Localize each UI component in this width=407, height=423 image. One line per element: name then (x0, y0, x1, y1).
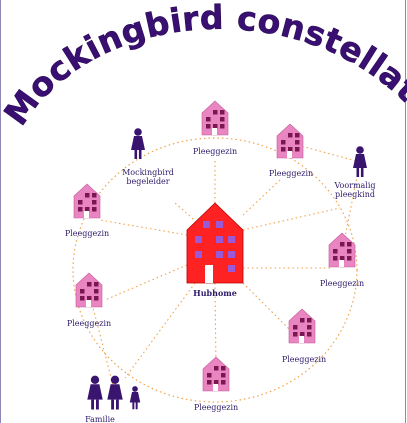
hub-label: Hubhome (193, 288, 237, 298)
house-icon (328, 232, 356, 268)
spoke-pg-midleft (104, 264, 188, 301)
link-familie-pg-midleft (88, 291, 116, 394)
node-pg-topright: Pleeggezin (269, 123, 313, 178)
node-label-begeleider-0: Mockingbird (122, 168, 174, 177)
node-pg-bottom: Pleeggezin (194, 356, 238, 412)
node-label-familie-0: Familie (85, 415, 115, 423)
spoke-familie (124, 282, 196, 379)
house-icon (202, 356, 230, 392)
node-pg-left: Pleeggezin (65, 183, 109, 238)
node-label-voormalig-0: Voormalig (333, 181, 375, 190)
outer-ring (72, 137, 358, 403)
person-icon (353, 146, 367, 177)
node-label-pg-midleft-0: Pleeggezin (67, 319, 111, 328)
node-pg-lowright: Pleeggezin (282, 308, 326, 364)
node-pg-top: Pleeggezin (193, 100, 237, 156)
link-voormalig-pg-right (341, 161, 361, 253)
node-label-pg-lowright-0: Pleeggezin (282, 355, 326, 364)
spoke-pg-lowright (242, 282, 291, 331)
spoke-voormalig (242, 207, 341, 231)
spoke-pg-bottom (214, 282, 217, 371)
node-familie: Familie (85, 375, 141, 423)
connection-lines (88, 142, 361, 394)
node-label-pg-top-0: Pleeggezin (193, 147, 237, 156)
node-pg-midleft: Pleeggezin (67, 272, 111, 328)
node-label-pg-topright-0: Pleeggezin (269, 169, 313, 178)
spoke-pg-left (99, 219, 188, 236)
link-voormalig-pg-topright (289, 142, 361, 163)
house-icon (288, 308, 316, 344)
node-label-begeleider-1: begeleider (126, 177, 169, 186)
hub-home (186, 202, 244, 284)
node-label-pg-right-0: Pleeggezin (320, 279, 364, 288)
node-pg-right: Pleeggezin (320, 232, 364, 288)
house-icon (73, 183, 101, 219)
left-border (0, 0, 1, 423)
house-icon (276, 123, 304, 159)
family-icon (87, 375, 141, 410)
right-border (405, 0, 406, 423)
person-icon (131, 128, 145, 159)
node-label-pg-left-0: Pleeggezin (65, 229, 109, 238)
node-label-pg-bottom-0: Pleeggezin (194, 403, 238, 412)
house-icon (201, 100, 229, 136)
spoke-pg-topright (242, 179, 281, 216)
node-label-voormalig-1: pleegkind (335, 190, 375, 199)
house-icon (75, 272, 103, 308)
